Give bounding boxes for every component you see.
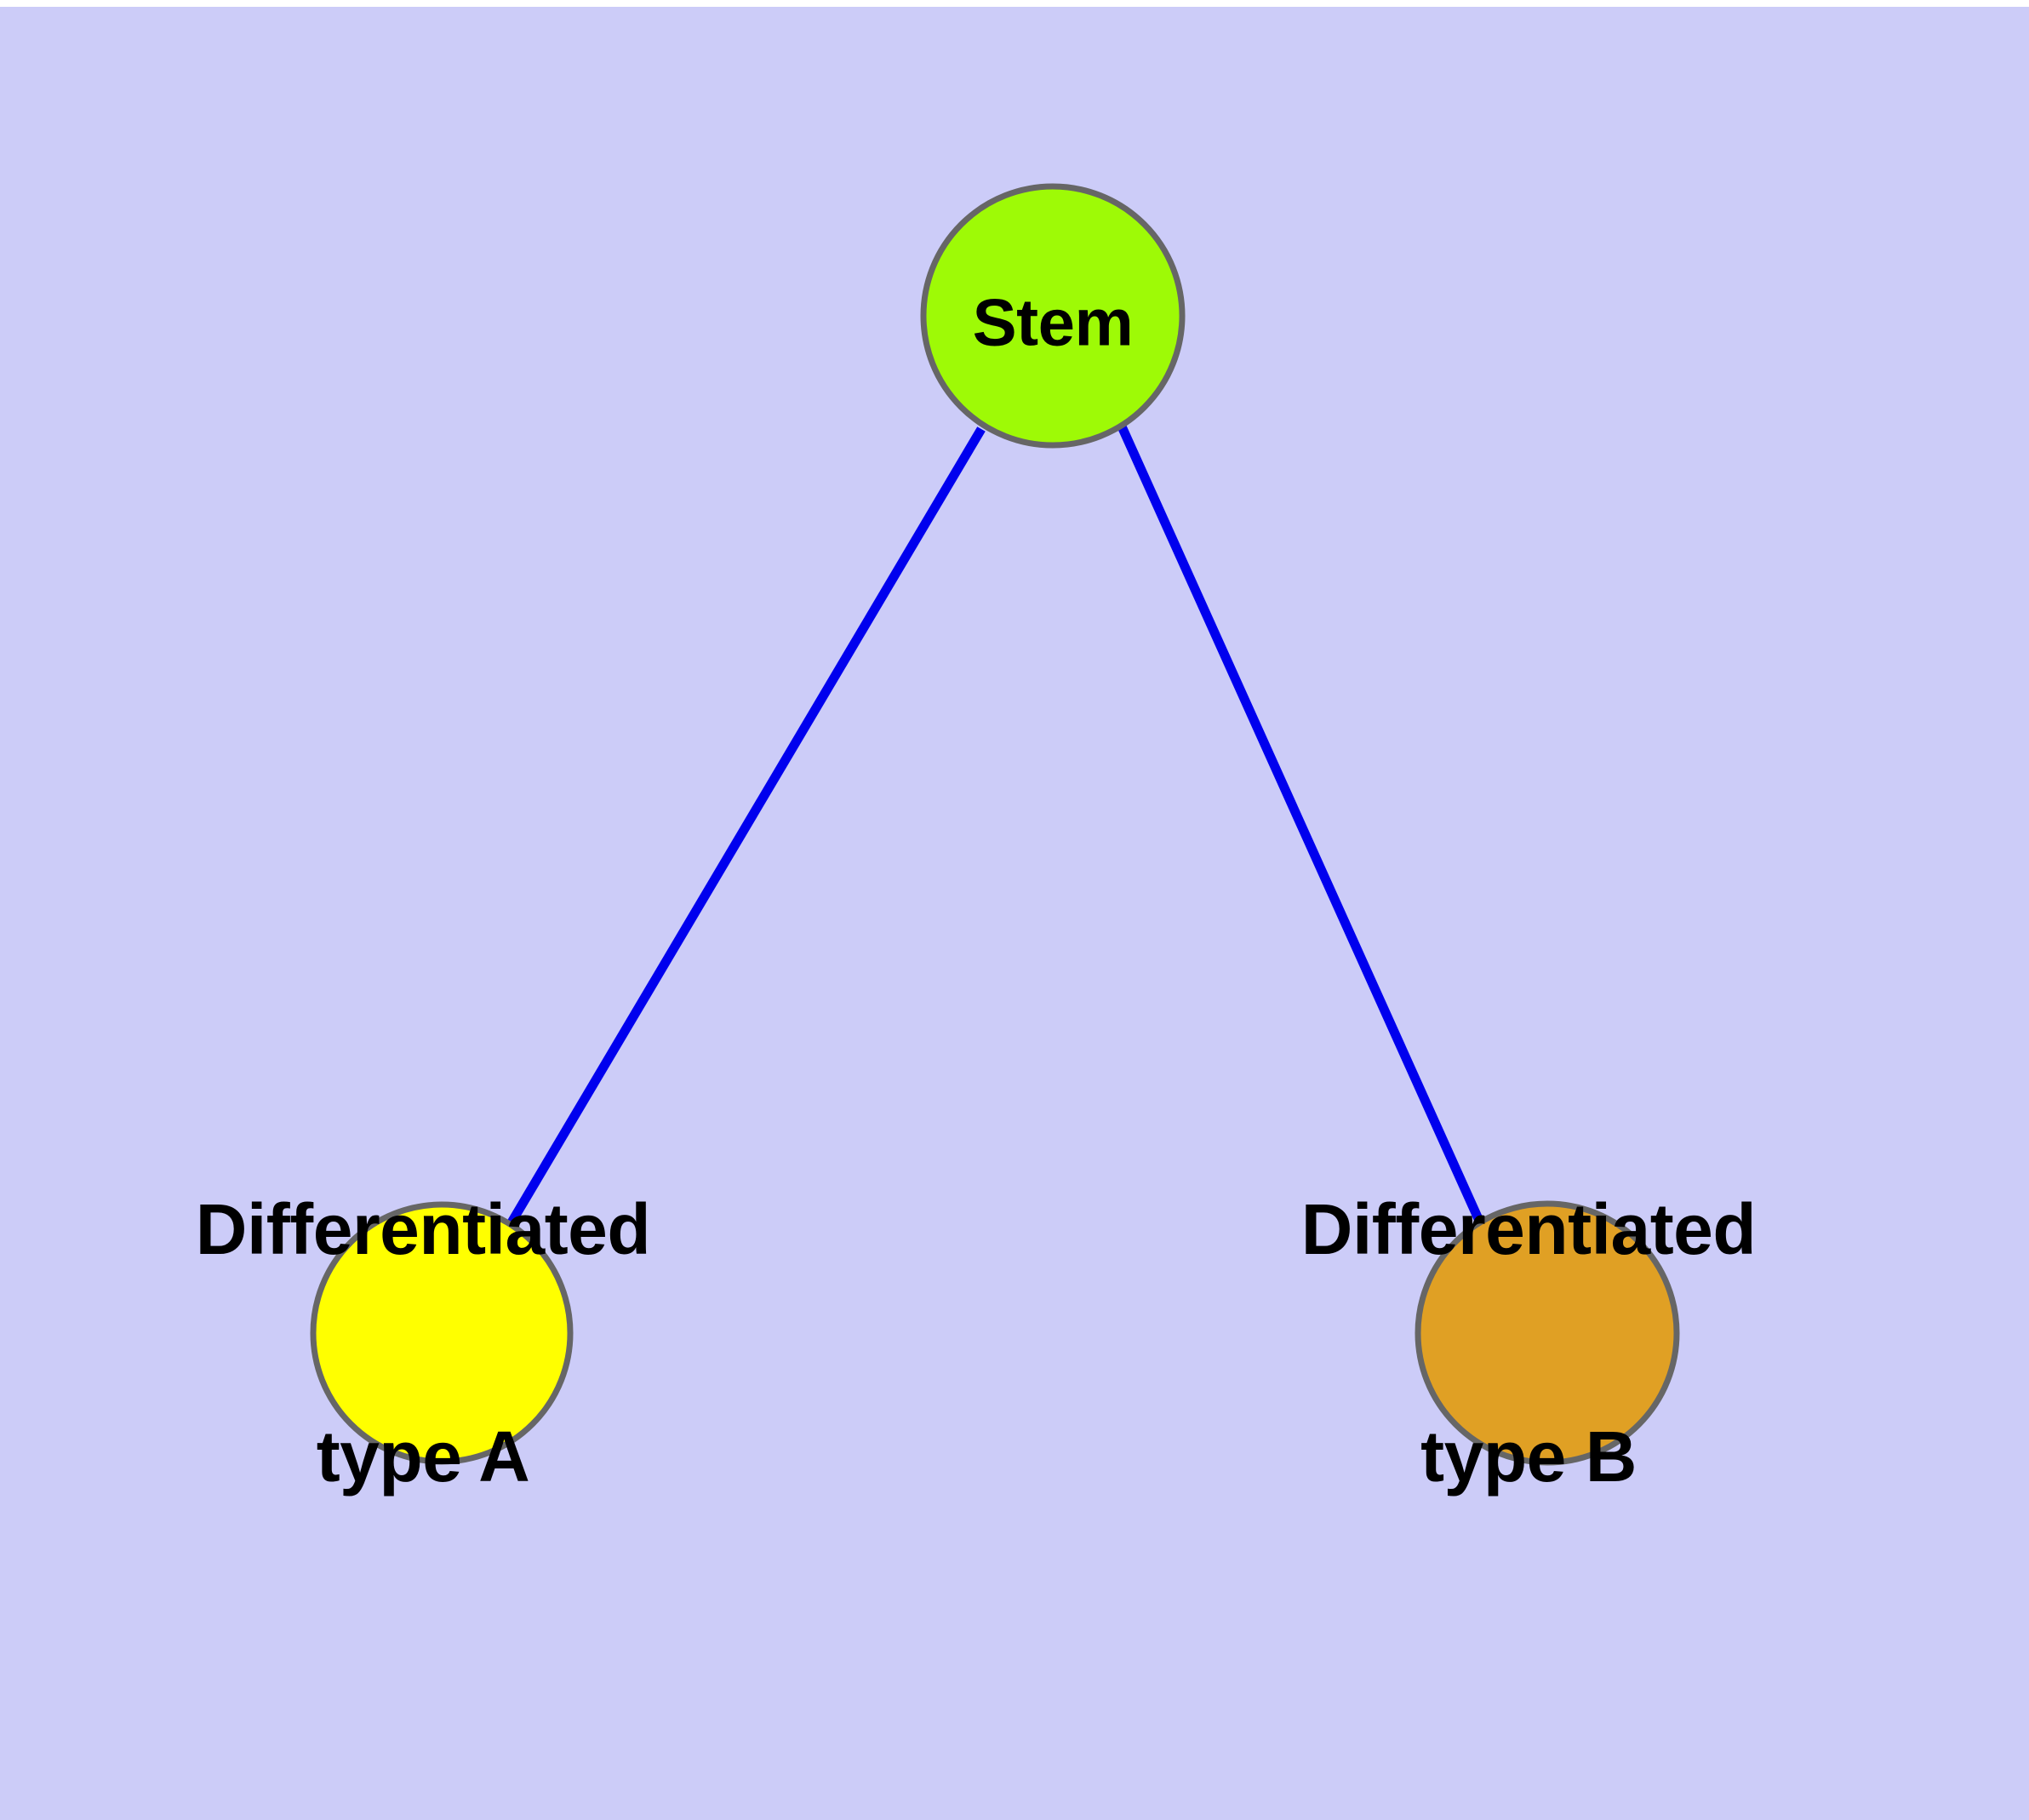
edge-layer — [507, 424, 1484, 1225]
node-layer — [310, 183, 1680, 1466]
node-differentiated-type-b[interactable] — [1415, 1200, 1680, 1466]
node-stem[interactable] — [920, 183, 1186, 449]
edge-stem-to-differentiated-b — [1117, 424, 1484, 1223]
node-differentiated-type-a[interactable] — [310, 1201, 574, 1465]
edge-stem-to-differentiated-a — [507, 426, 986, 1225]
